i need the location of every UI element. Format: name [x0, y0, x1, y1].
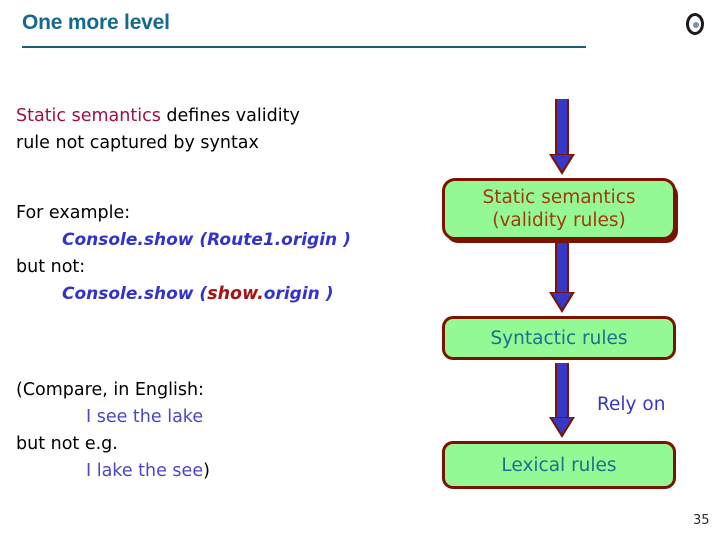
node-label: Lexical rules	[501, 454, 617, 476]
term-static-semantics: Static semantics	[16, 106, 161, 126]
code-error-token: show	[207, 284, 258, 304]
node-static-semantics[interactable]: Static semantics (validity rules)	[442, 178, 676, 240]
arrow-shaft	[555, 99, 569, 157]
arrow-head	[549, 292, 575, 313]
code-dot: .	[274, 230, 282, 250]
text-run: (Compare, in English:	[16, 380, 204, 400]
text-line: but not:	[16, 254, 351, 281]
text-run: defines validity	[160, 106, 300, 126]
code-dot: .	[137, 284, 144, 304]
paragraph-example: For example: Console.show (Route1.origin…	[16, 200, 351, 308]
code-dot: .	[137, 230, 144, 250]
code-run: Console	[62, 284, 138, 304]
text-line: but not e.g.	[16, 431, 210, 458]
arrow-head-fill	[552, 293, 572, 309]
arrow-head-fill	[552, 418, 572, 434]
arrow-head	[549, 417, 575, 438]
code-line-invalid: Console.show (show.origin )	[16, 281, 351, 308]
node-label: Syntactic rules	[490, 327, 628, 349]
text-run: )	[203, 461, 210, 481]
code-run: show (	[143, 284, 208, 304]
english-run: I lake the see	[86, 461, 204, 481]
node-label: Static semantics (validity rules)	[482, 186, 635, 232]
title-divider	[22, 46, 586, 48]
logo-dot	[693, 22, 699, 28]
text-run: but not e.g.	[16, 434, 118, 454]
node-lexical-rules[interactable]: Lexical rules	[442, 441, 676, 489]
node-label-line2: (validity rules)	[492, 210, 626, 231]
compass-disc-icon	[686, 13, 708, 37]
text-line: (Compare, in English:	[16, 377, 210, 404]
code-run: Console	[62, 230, 138, 250]
page-title: One more level	[22, 11, 170, 34]
code-line-valid: Console.show (Route1.origin )	[16, 227, 351, 254]
code-run: origin )	[281, 230, 351, 250]
english-line-valid: I see the lake	[16, 404, 210, 431]
text-run: For example:	[16, 203, 131, 223]
arrow-head	[549, 154, 575, 175]
text-run: rule not captured by syntax	[16, 133, 259, 153]
text-line: For example:	[16, 200, 351, 227]
code-error-dot: .	[257, 284, 264, 304]
arrow-down-to-lexical-rules	[549, 363, 575, 441]
code-run: show (Route1	[143, 230, 275, 250]
paragraph-definition: Static semantics defines validity rule n…	[16, 103, 300, 157]
page-number: 35	[693, 513, 710, 528]
arrow-shaft	[555, 363, 569, 420]
node-syntactic-rules[interactable]: Syntactic rules	[442, 316, 676, 360]
text-line: rule not captured by syntax	[16, 130, 300, 157]
arrow-shaft	[555, 243, 569, 295]
paragraph-english-analogy: (Compare, in English: I see the lake but…	[16, 377, 210, 485]
text-line: Static semantics defines validity	[16, 103, 300, 130]
node-label-line1: Static semantics	[482, 187, 636, 208]
english-line-invalid: I lake the see)	[16, 458, 210, 485]
english-run: I see the lake	[86, 407, 204, 427]
arrow-down-to-syntactic-rules	[549, 243, 575, 315]
arrow-down-to-static-semantics	[549, 99, 575, 177]
code-run: origin )	[263, 284, 334, 304]
edge-label-rely-on: Rely on	[597, 394, 666, 415]
arrow-head-fill	[552, 155, 572, 171]
text-run: but not:	[16, 257, 86, 277]
